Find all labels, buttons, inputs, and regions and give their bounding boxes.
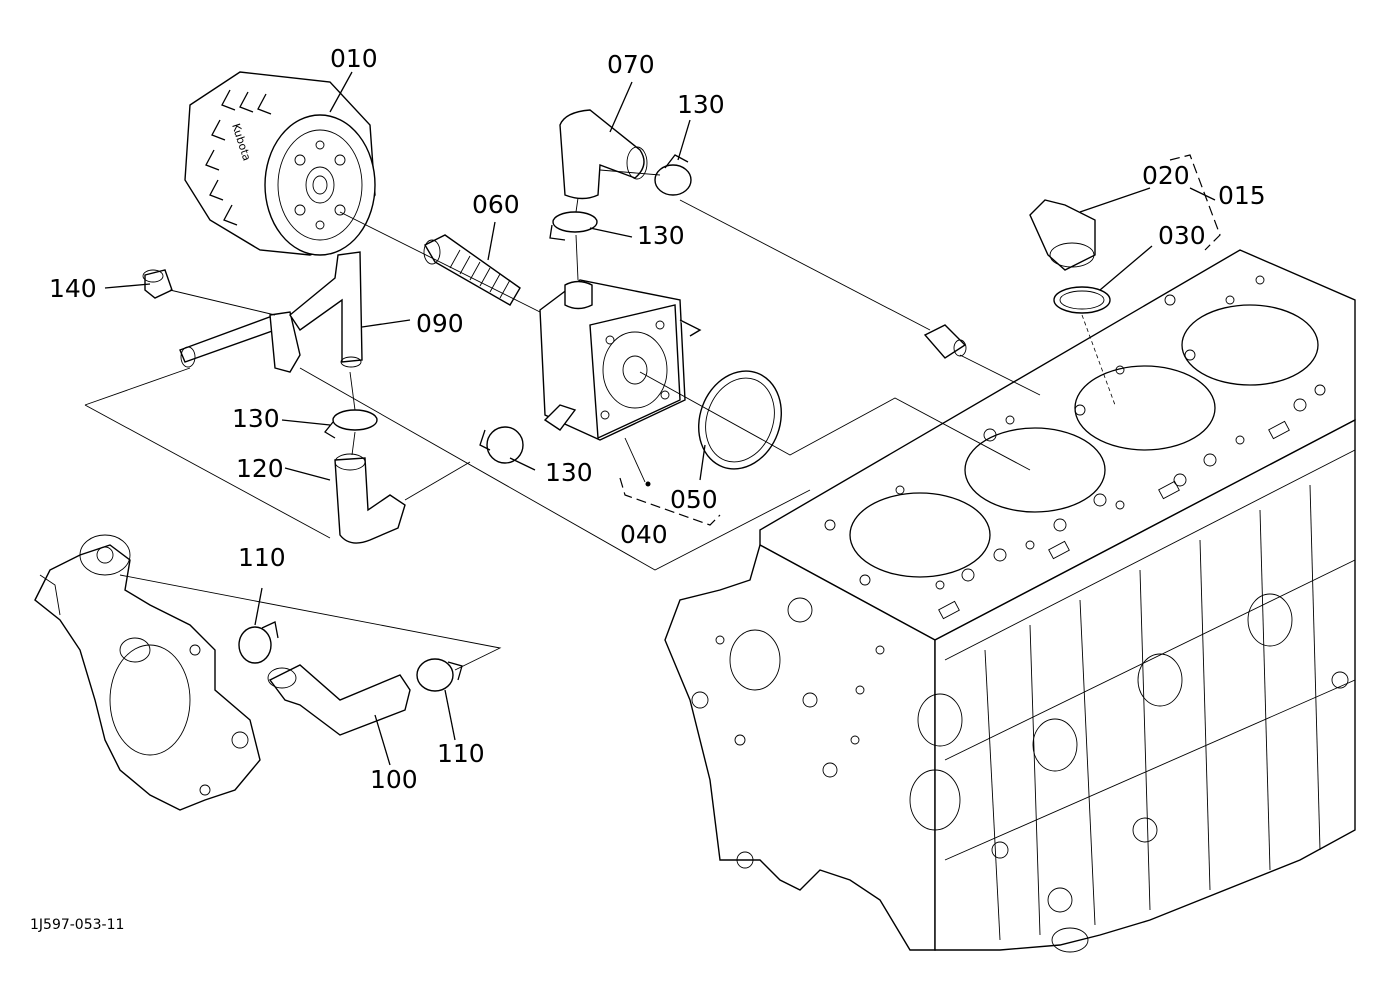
banjo-bolt-140 [142, 269, 173, 299]
part-label-010[interactable]: 010 [330, 44, 378, 73]
o-ring-gasket [698, 370, 782, 470]
part-label-140[interactable]: 140 [49, 274, 97, 303]
plug-fitting [923, 324, 967, 359]
part-label-050[interactable]: 050 [670, 485, 718, 514]
part-label-130-mid[interactable]: 130 [637, 221, 685, 250]
part-labels: 010 015 020 030 040 050 060 070 090 100 … [49, 44, 1266, 794]
part-label-120[interactable]: 120 [236, 454, 284, 483]
part-label-110-bottom[interactable]: 110 [437, 739, 485, 768]
clamp-130-upper-mid [549, 211, 598, 241]
clamp-130-left [324, 409, 378, 439]
part-label-130-right[interactable]: 130 [545, 458, 593, 487]
pipe-090 [179, 251, 363, 373]
part-label-110-top[interactable]: 110 [238, 543, 286, 572]
hose-070 [559, 109, 648, 200]
part-label-130-left[interactable]: 130 [232, 404, 280, 433]
oil-filter: Kubota [184, 71, 376, 256]
clamp-130-top [654, 154, 692, 196]
clamp-110-left [238, 621, 279, 664]
part-label-020[interactable]: 020 [1142, 161, 1190, 190]
part-label-040[interactable]: 040 [620, 520, 668, 549]
oil-cooler [539, 279, 702, 441]
part-label-090[interactable]: 090 [416, 309, 464, 338]
part-label-060[interactable]: 060 [472, 190, 520, 219]
hose-100 [267, 664, 411, 736]
hose-120 [334, 453, 406, 544]
clamp-130-right [479, 426, 524, 464]
part-label-070[interactable]: 070 [607, 50, 655, 79]
water-pump-housing [34, 534, 261, 811]
part-label-015[interactable]: 015 [1218, 181, 1266, 210]
part-label-100[interactable]: 100 [370, 765, 418, 794]
oil-filler-cap [1029, 199, 1096, 271]
leader-lines [84, 71, 1221, 766]
engine-block [664, 249, 1356, 953]
o-ring-030 [1053, 286, 1111, 314]
part-label-130-top[interactable]: 130 [677, 90, 725, 119]
clamp-110-right [416, 658, 463, 692]
part-label-030[interactable]: 030 [1158, 221, 1206, 250]
drawing-code: 1J597-053-11 [30, 917, 124, 933]
